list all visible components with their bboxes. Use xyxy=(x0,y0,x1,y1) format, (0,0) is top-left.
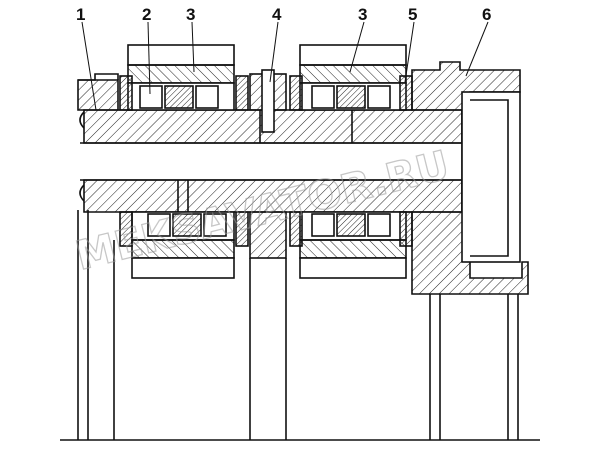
upper-bearings xyxy=(139,85,391,109)
central-spacer xyxy=(249,69,287,259)
right-hub xyxy=(411,61,529,440)
lower-bearings xyxy=(147,213,391,237)
leader-lines xyxy=(81,21,489,111)
main-shaft xyxy=(79,109,463,213)
callout-4: 4 xyxy=(272,5,282,24)
left-sleeve xyxy=(77,73,119,111)
callout-1: 1 xyxy=(76,5,85,24)
housing-left xyxy=(77,210,115,440)
callout-3-right: 3 xyxy=(358,5,367,24)
callouts: 1 2 3 4 3 5 6 xyxy=(76,5,491,24)
callout-2: 2 xyxy=(142,5,151,24)
callout-3-left: 3 xyxy=(186,5,195,24)
drawing-geometry xyxy=(60,21,540,441)
callout-6: 6 xyxy=(482,5,491,24)
callout-5: 5 xyxy=(408,5,417,24)
seal-rings xyxy=(119,75,413,247)
